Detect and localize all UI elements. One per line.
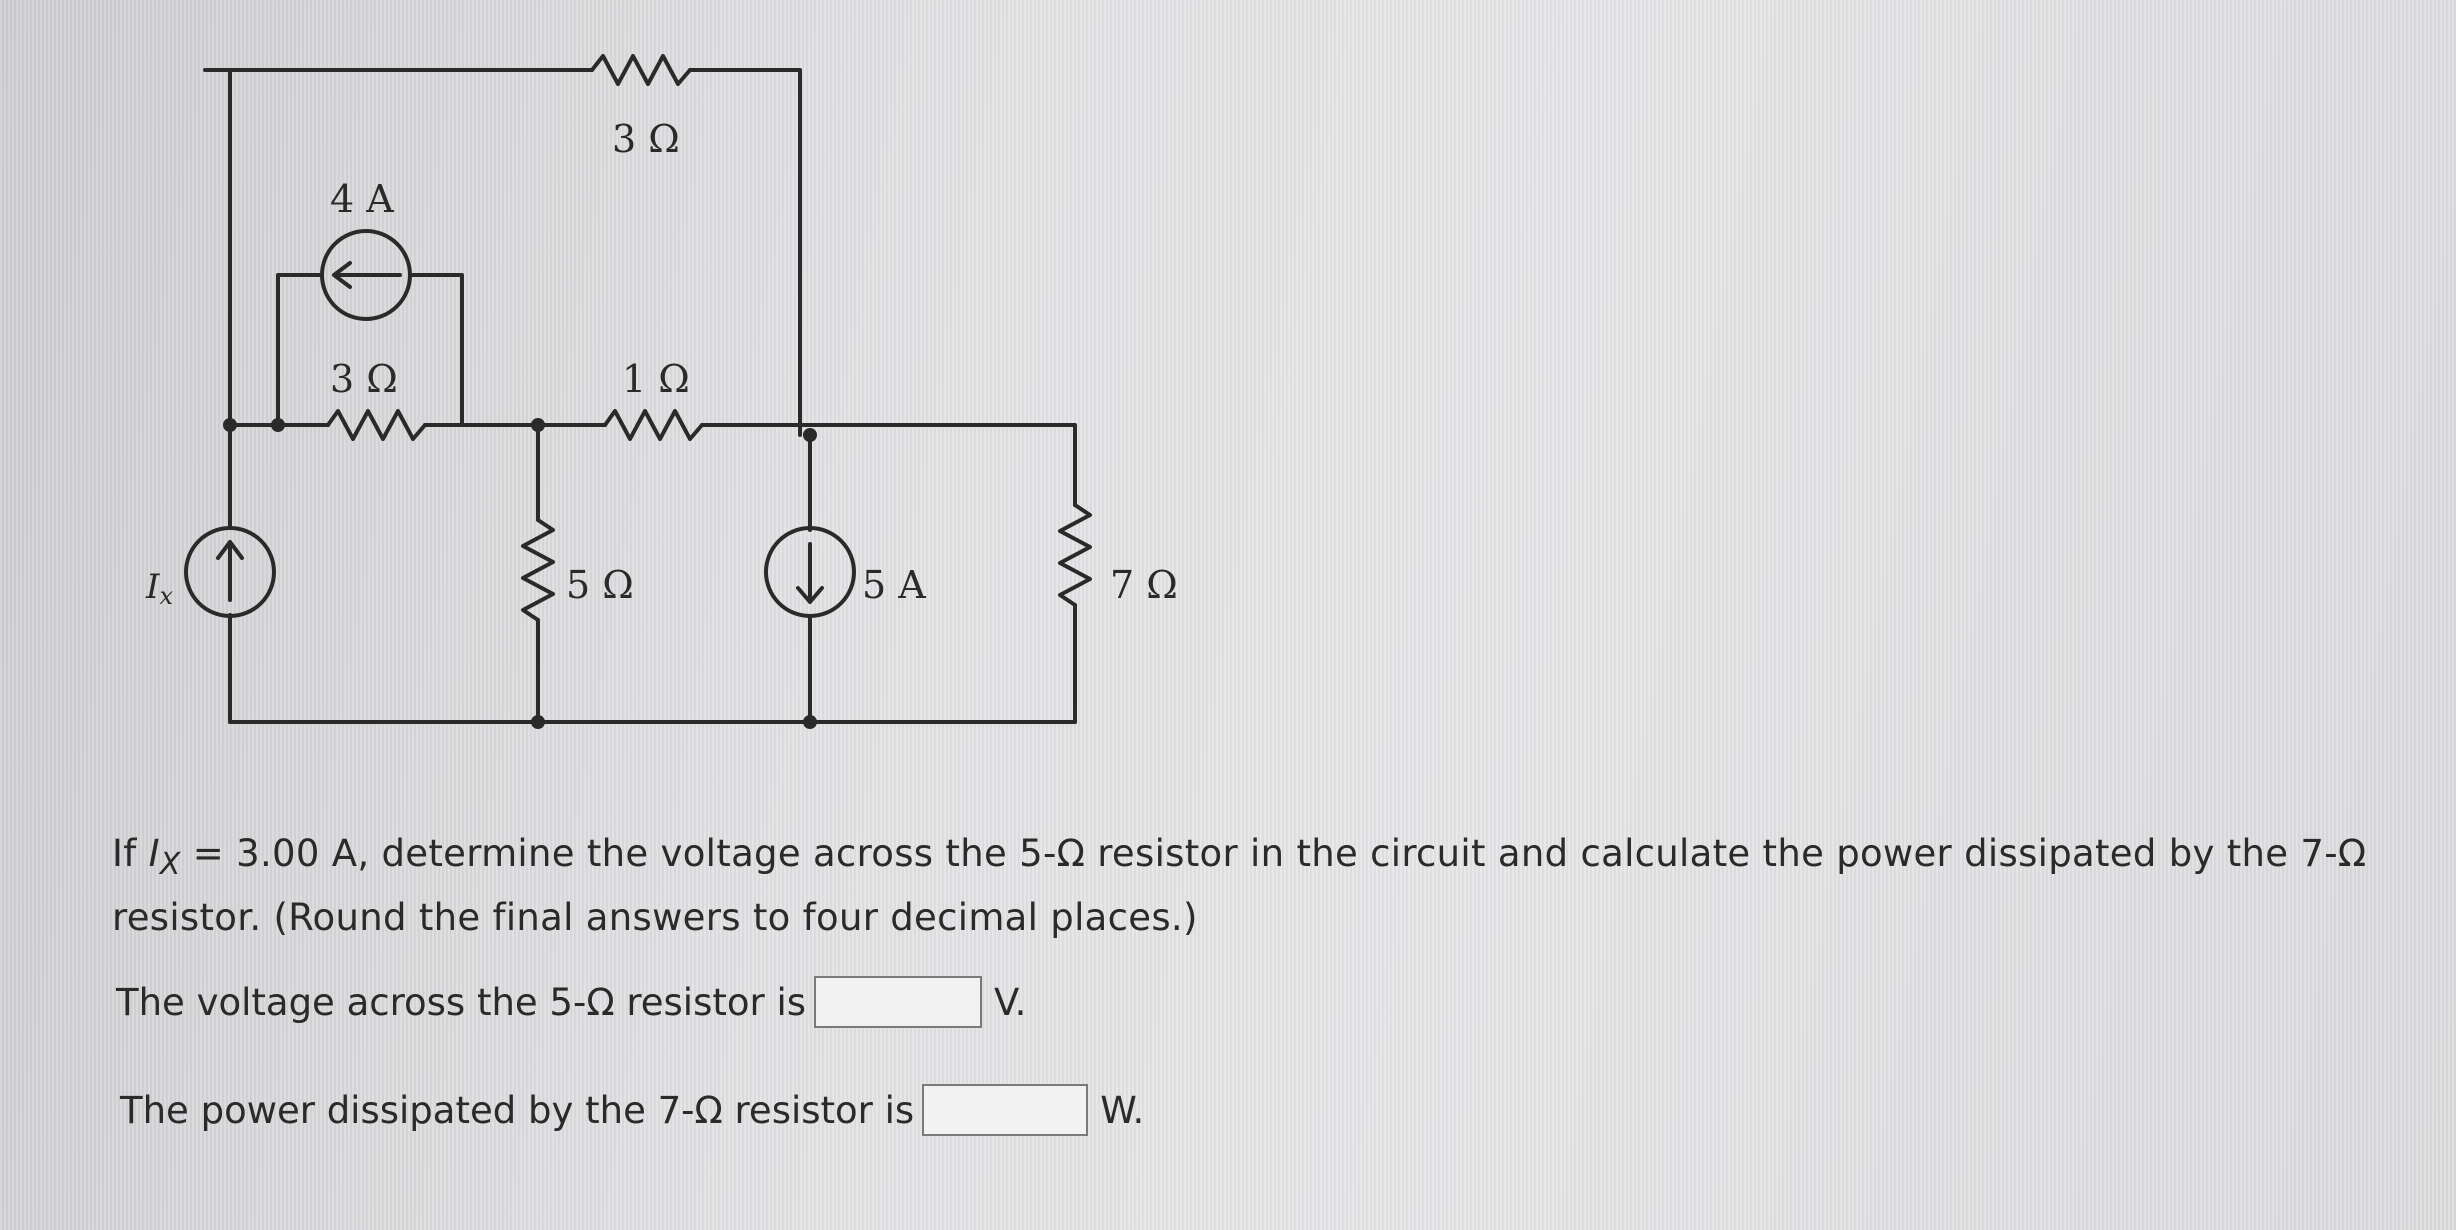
problem-statement: If IX = 3.00 A, determine the voltage ac… (112, 822, 2412, 950)
wire-4a-loop-right (408, 273, 464, 427)
resistor-1ohm (603, 409, 704, 441)
ix-subscript: X (159, 847, 181, 882)
arrow-left-icon (332, 261, 402, 289)
question-voltage-label: The voltage across the 5-Ω resistor is (116, 980, 807, 1024)
resistor-3ohm-top (590, 54, 692, 86)
resistor-3ohm-left (326, 409, 427, 441)
node-dot (271, 418, 285, 432)
label-3ohm-left: 3 Ω (330, 357, 398, 401)
voltage-answer-input[interactable] (814, 976, 983, 1028)
label-ix-subscript: x (159, 582, 173, 610)
question-power-label: The power dissipated by the 7-Ω resistor… (120, 1088, 915, 1132)
problem-text-start: If (112, 832, 149, 875)
label-7ohm: 7 Ω (1110, 563, 1178, 607)
wire-top-right (688, 68, 802, 437)
question-voltage: The voltage across the 5-Ω resistor is V… (116, 976, 1026, 1028)
power-unit: W. (1100, 1088, 1145, 1132)
node-dot (223, 418, 237, 432)
node-dot (803, 428, 817, 442)
label-3ohm-top: 3 Ω (612, 117, 680, 161)
circuit-diagram: 3 Ω 4 A 3 Ω 1 Ω 5 Ω 5 A 7 Ω Ix (145, 54, 1178, 729)
label-1ohm: 1 Ω (622, 357, 690, 401)
label-5ohm: 5 Ω (566, 563, 634, 607)
resistor-5ohm (521, 518, 555, 622)
current-source-4a (320, 229, 412, 321)
node-dot (803, 715, 817, 729)
wire-4a-loop (276, 273, 324, 427)
voltage-unit: V. (994, 980, 1027, 1024)
label-5a: 5 A (862, 563, 926, 607)
question-power: The power dissipated by the 7-Ω resistor… (120, 1084, 1144, 1136)
label-ix: Ix (145, 567, 173, 610)
arrow-down-icon (796, 542, 824, 604)
arrow-up-icon (216, 540, 244, 602)
node-dot (531, 418, 545, 432)
node-dot (531, 715, 545, 729)
label-4a: 4 A (330, 177, 394, 221)
resistor-7ohm (1058, 503, 1092, 607)
ix-variable: I (148, 832, 160, 875)
label-ix-letter: I (145, 567, 160, 607)
problem-text-rest: = 3.00 A, determine the voltage across t… (112, 832, 2367, 939)
wire-mid-3 (700, 423, 1077, 507)
power-answer-input[interactable] (922, 1084, 1089, 1136)
